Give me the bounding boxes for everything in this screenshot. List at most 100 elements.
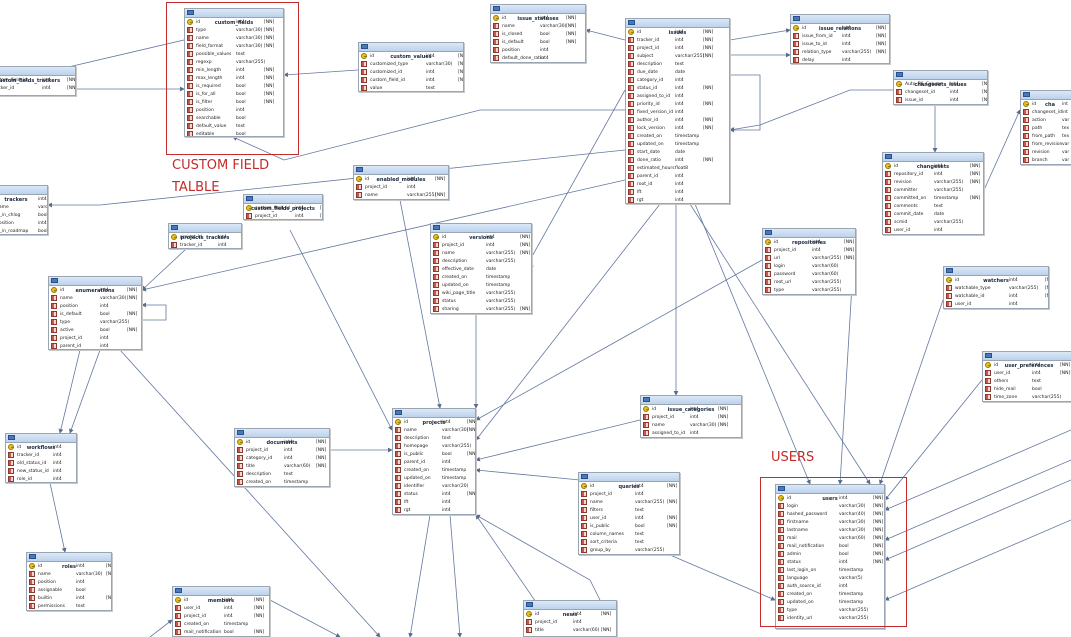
- table-custom-values[interactable]: custom_valuesidint4[NN]customized_typeva…: [358, 42, 464, 92]
- table-changesets-issues[interactable]: changesets_issuesAuto_PK_Columnint4[NN]c…: [893, 70, 988, 105]
- table-projects-trackers[interactable]: projects_trackersproject_idint4[NN]track…: [168, 223, 242, 249]
- table-workflows[interactable]: workflowsidint4[NN]tracker_idint4[NN]old…: [5, 433, 77, 483]
- table-projects[interactable]: projectsidint4[NN]namevarchar(30)[NN]des…: [392, 408, 476, 515]
